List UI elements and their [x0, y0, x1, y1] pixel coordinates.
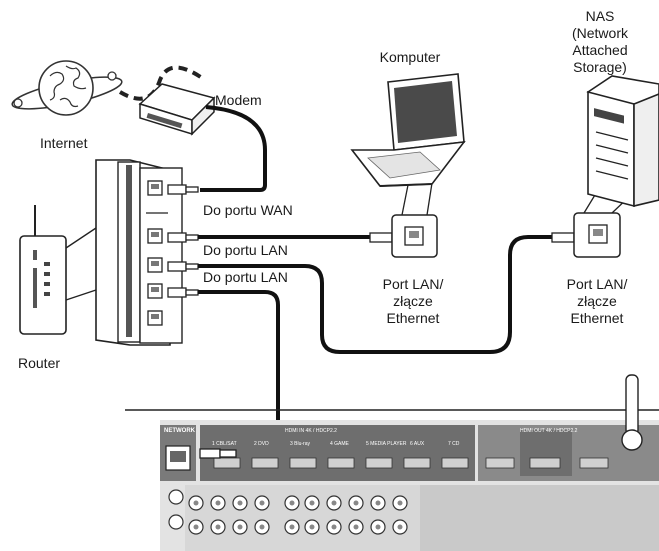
internet-label: Internet [40, 135, 88, 151]
svg-text:7 CD: 7 CD [448, 441, 460, 447]
svg-text:1 CBL/SAT: 1 CBL/SAT [212, 441, 237, 447]
svg-text:4 GAME: 4 GAME [330, 441, 350, 447]
nas-label: NAS (Network Attached Storage) [571, 8, 628, 75]
modem-label: Modem [215, 92, 262, 108]
svg-text:2 DVD: 2 DVD [254, 441, 269, 447]
svg-text:6 AUX: 6 AUX [410, 441, 425, 447]
svg-text:3 Blu-ray: 3 Blu-ray [290, 441, 311, 447]
svg-text:HDMI IN 4K / HDCP2.2: HDMI IN 4K / HDCP2.2 [285, 428, 337, 434]
svg-text:5 MEDIA PLAYER: 5 MEDIA PLAYER [366, 441, 407, 447]
computer-label: Komputer [379, 49, 441, 65]
receiver-rear-panel: HDMI IN 4K / HDCP2.2 1 CBL/SAT 2 DVD 3 B… [125, 374, 659, 551]
modem-icon [138, 83, 216, 136]
nas-lan-port [551, 189, 633, 258]
router-icon [19, 205, 67, 335]
lan-port-label-1: Do portu LAN [203, 242, 288, 258]
computer-port-label: Port LAN/ złącze Ethernet [382, 276, 444, 326]
lan-port-label-2: Do portu LAN [203, 269, 288, 285]
router-ports-panel [95, 159, 183, 346]
internet-globe-icon [11, 60, 123, 116]
ethernet-plug-icon [167, 184, 199, 298]
svg-text:HDMI OUT 4K / HDCP2.2: HDMI OUT 4K / HDCP2.2 [520, 428, 578, 434]
computer-lan-port [369, 182, 438, 258]
laptop-icon [350, 73, 466, 187]
nas-port-label: Port LAN/ złącze Ethernet [566, 276, 628, 326]
nas-tower-icon [586, 75, 659, 208]
network-port-label: NETWORK [164, 428, 196, 434]
router-label: Router [18, 355, 61, 371]
wan-port-label: Do portu WAN [203, 202, 293, 218]
